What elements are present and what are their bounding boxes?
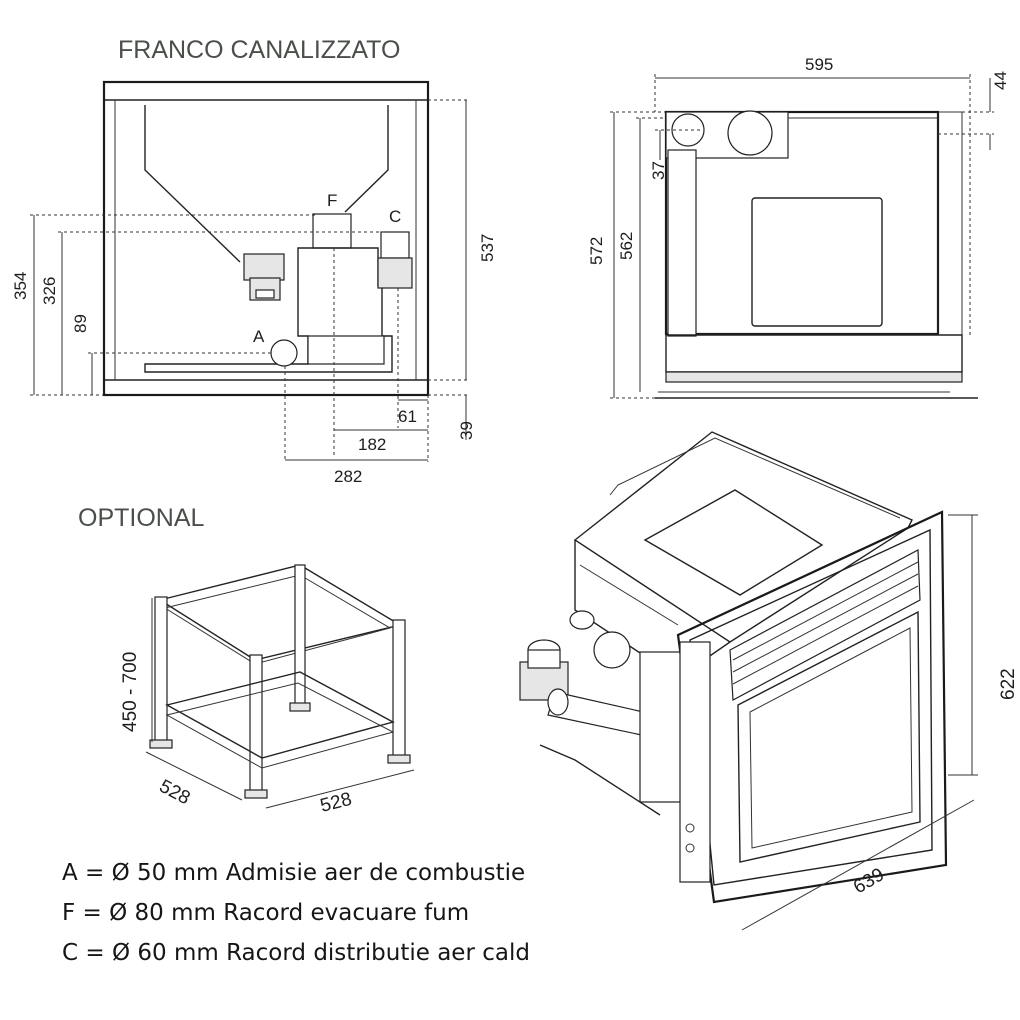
- side-view: 595 44 37 572 562: [587, 55, 1010, 399]
- stand-leg-front-left: [154, 596, 168, 748]
- front-outer-frame: [102, 80, 430, 397]
- dim-89: 89: [71, 314, 90, 333]
- dim-182: 182: [358, 435, 386, 454]
- dim-39: 39: [457, 421, 476, 440]
- dim-354: 354: [11, 272, 30, 300]
- side-pipe-2: [727, 110, 773, 156]
- optional-title: OPTIONAL: [78, 504, 205, 532]
- front-view-title: FRANCO CANALIZZATO: [118, 36, 400, 64]
- auger-motor: [243, 253, 285, 281]
- dim-572: 572: [587, 237, 606, 265]
- stand-leg-right: [392, 619, 406, 761]
- dim-595: 595: [805, 55, 833, 74]
- label-f: F: [327, 191, 337, 210]
- optional-stand: 450 - 700 528 528: [120, 564, 415, 817]
- isometric-view: 622 639: [519, 431, 1019, 931]
- legend-item-c: C = Ø 60 mm Racord distributie aer cald: [62, 940, 530, 966]
- iso-top-panel: [643, 489, 824, 596]
- dim-282: 282: [334, 467, 362, 486]
- flue-connection-f: [312, 213, 352, 249]
- dim-37: 37: [649, 161, 668, 180]
- label-a: A: [253, 327, 265, 346]
- iso-glass-door: [737, 610, 921, 863]
- dim-stand-height: 450 - 700: [120, 652, 141, 732]
- dim-stand-depth: 528: [156, 776, 194, 809]
- side-window: [751, 197, 883, 327]
- hopper-outline: [144, 105, 389, 263]
- dim-44: 44: [991, 71, 1010, 90]
- legend-item-a: A = Ø 50 mm Admisie aer de combustie: [62, 860, 525, 886]
- iso-top-grille: [729, 549, 921, 701]
- dim-326: 326: [40, 277, 59, 305]
- front-view: F C A 354 326 89 537 61 39: [11, 80, 497, 486]
- label-c: C: [389, 207, 401, 226]
- side-vertical-duct: [667, 149, 697, 337]
- iso-pipe-f: [593, 631, 631, 669]
- air-inlet-a: [270, 339, 298, 367]
- hot-air-connection-c: [380, 231, 410, 259]
- dim-iso-height: 622: [998, 668, 1019, 700]
- stand-leg-front: [249, 654, 263, 798]
- legend: A = Ø 50 mm Admisie aer de combustie F =…: [62, 860, 530, 966]
- dim-61: 61: [398, 407, 417, 426]
- iso-vertical-duct: [639, 651, 683, 803]
- dim-562: 562: [617, 232, 636, 260]
- dim-537: 537: [478, 234, 497, 262]
- dim-iso-depth: 639: [850, 864, 888, 898]
- legend-item-f: F = Ø 80 mm Racord evacuare fum: [62, 900, 469, 926]
